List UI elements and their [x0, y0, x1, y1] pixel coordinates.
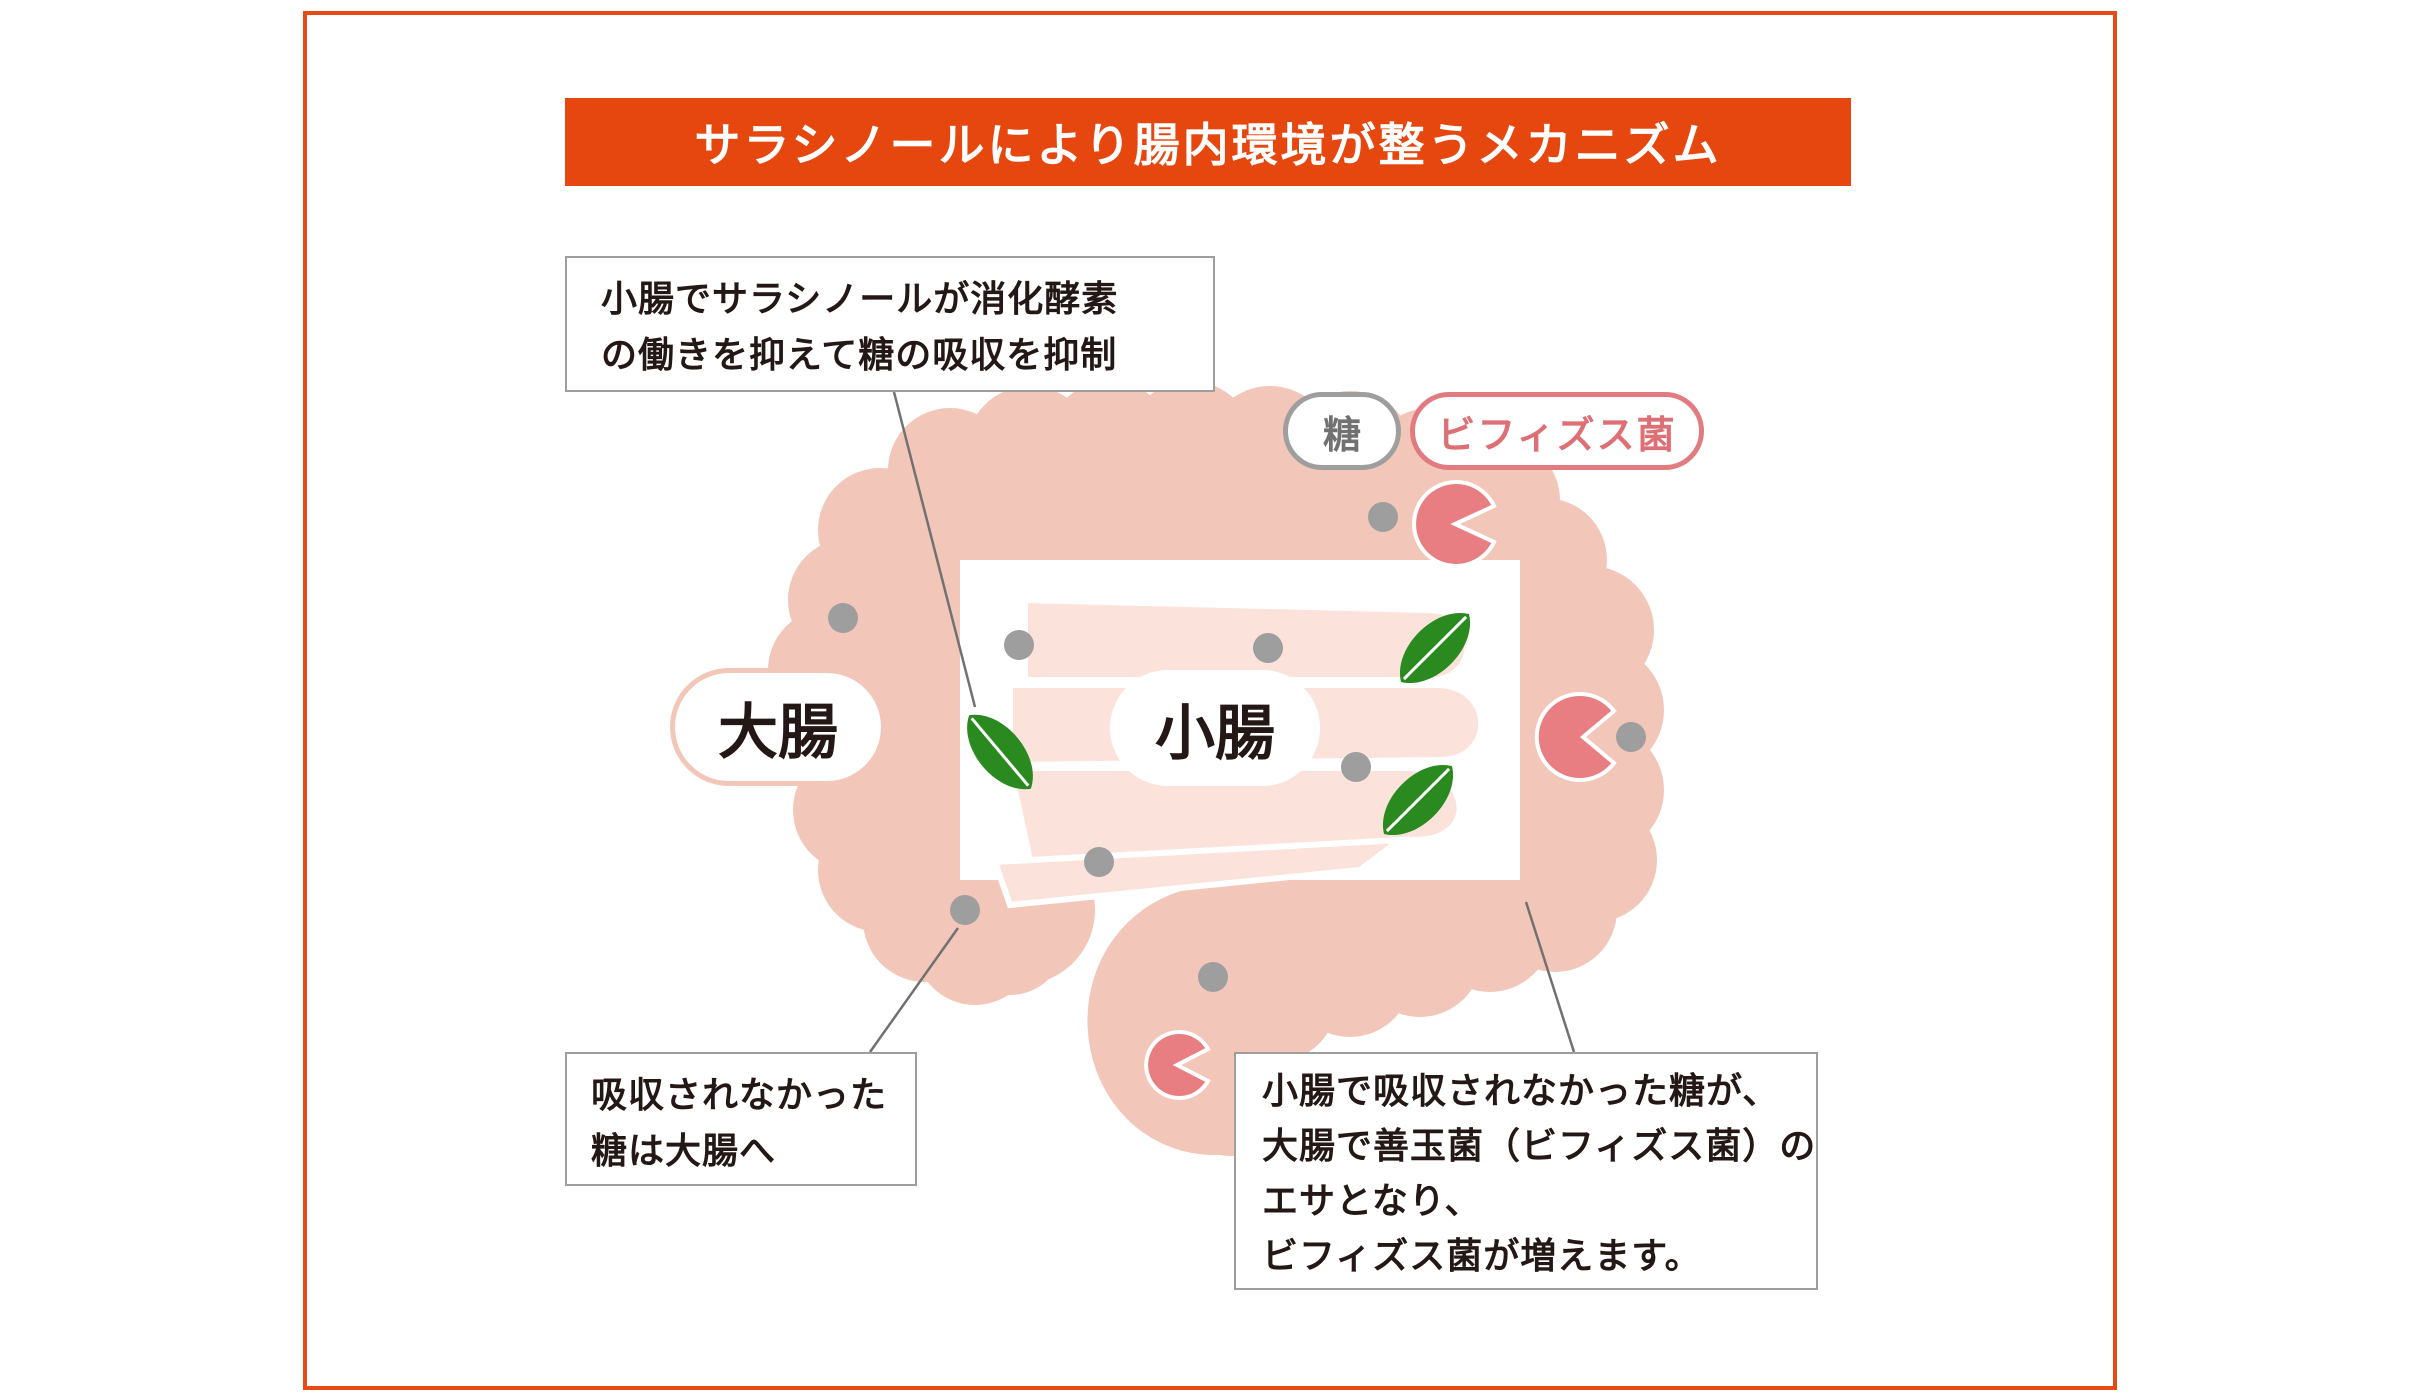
callout-line: エサとなり、 [1262, 1181, 1482, 1222]
callout-top: 小腸でサラシノールが消化酵素 の働きを抑えて糖の吸収を抑制 [565, 256, 1215, 392]
leaves [967, 612, 1471, 836]
bifidobacteria-icon [1412, 480, 1497, 568]
sugar-dot-icon [1616, 722, 1646, 752]
sugar-dot-icon [1084, 847, 1114, 877]
page-title: サラシノールにより腸内環境が整うメカニズム [565, 98, 1851, 186]
label-small-intestine: 小腸 [1110, 670, 1320, 786]
legend-sugar: 糖 [1283, 392, 1401, 470]
label-large-intestine: 大腸 [670, 668, 886, 786]
callout-line: ビフィズス菌が増えます。 [1262, 1236, 1702, 1277]
sugar-dot-icon [1198, 962, 1228, 992]
sugar-dot-icon [1368, 502, 1398, 532]
diagram-frame [303, 11, 2117, 1390]
leaf-icon [1382, 764, 1454, 836]
sugar-dot-icon [950, 895, 980, 925]
sugar-dot-icon [1004, 630, 1034, 660]
sugar-dot-icon [828, 603, 858, 633]
sugar-dot-icon [1253, 633, 1283, 663]
bacteria [1144, 480, 1617, 1100]
sugar-dot-icon [1341, 752, 1371, 782]
callout-bottom-left: 吸収されなかった 糖は大腸へ [565, 1052, 917, 1186]
bifidobacteria-icon [1534, 692, 1617, 782]
leaf-icon [1399, 612, 1471, 684]
callout-line: 糖は大腸へ [591, 1131, 777, 1172]
leaf-icon [967, 714, 1033, 790]
legend-bifidobacteria: ビフィズス菌 [1410, 392, 1704, 470]
callout-line: 小腸で吸収されなかった糖が、 [1262, 1071, 1780, 1112]
callout-line: 吸収されなかった [591, 1075, 888, 1116]
sugar-dots [828, 502, 1646, 992]
callout-bottom-right: 小腸で吸収されなかった糖が、 大腸で善玉菌（ビフィズス菌）の エサとなり、 ビフ… [1234, 1052, 1818, 1290]
callout-line: 大腸で善玉菌（ビフィズス菌）の [1262, 1126, 1817, 1167]
callout-line: 小腸でサラシノールが消化酵素 [601, 279, 1119, 320]
bifidobacteria-icon [1144, 1030, 1211, 1100]
leader-lines [868, 391, 1576, 1053]
callout-line: の働きを抑えて糖の吸収を抑制 [601, 335, 1118, 376]
